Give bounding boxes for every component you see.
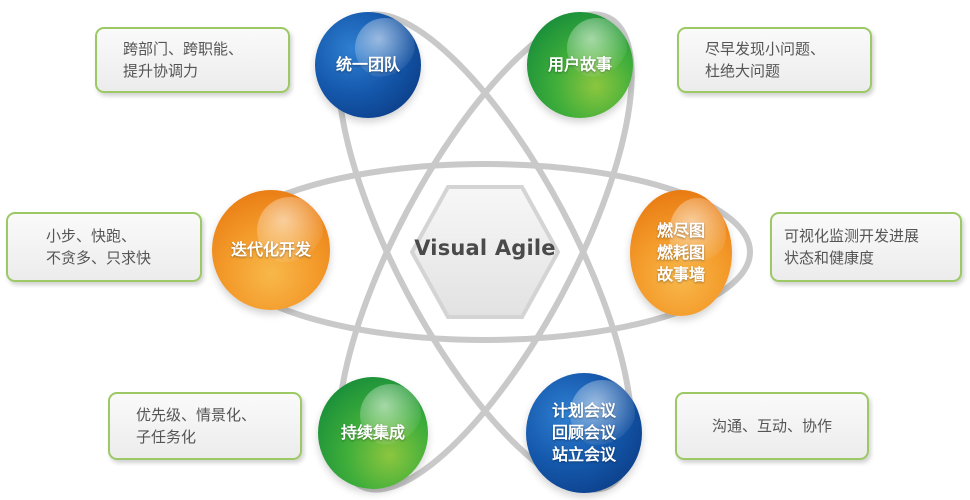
node-meetings: 计划会议 回顾会议 站立会议 [526,373,642,493]
note-line-2: 不贪多、只求快 [46,249,152,267]
note-line-1: 优先级、情景化、 [136,406,257,424]
note-iterative-dev: 小步、快跑、 不贪多、只求快 [6,212,202,282]
note-unified-team: 跨部门、跨职能、 提升协调力 [95,27,290,93]
node-iterative-dev: 迭代化开发 [212,190,330,310]
node-unified-team: 统一团队 [315,12,421,118]
note-meetings: 沟通、互动、协作 [675,392,869,460]
note-line-1: 沟通、互动、协作 [711,417,832,435]
note-line-1: 跨部门、跨职能、 [123,40,244,58]
center-title: Visual Agile [414,236,556,260]
node-continuous-integration: 持续集成 [318,377,428,489]
node-label-line-3: 站立会议 [551,445,616,464]
note-line-1: 尽早发现小问题、 [705,40,826,58]
node-label-line-1: 计划会议 [551,401,616,420]
note-line-2: 子任务化 [136,428,197,446]
center-hexagon [410,185,560,319]
note-continuous-integration: 优先级、情景化、 子任务化 [108,392,302,460]
node-label: 持续集成 [340,423,405,442]
node-label-line-1: 燃尽图 [656,221,705,240]
note-line-2: 状态和健康度 [784,249,875,267]
note-line-2: 提升协调力 [123,62,199,80]
note-line-1: 小步、快跑、 [46,227,137,245]
node-label-line-2: 回顾会议 [551,423,616,442]
note-line-1: 可视化监测开发进展 [784,227,920,245]
node-label-line-3: 故事墙 [656,265,705,284]
node-user-story: 用户故事 [527,12,633,118]
node-label: 迭代化开发 [230,240,311,259]
node-burn-charts: 燃尽图 燃耗图 故事墙 [630,190,732,316]
note-user-story: 尽早发现小问题、 杜绝大问题 [677,27,872,93]
note-line-2: 杜绝大问题 [705,62,781,80]
note-burn-charts: 可视化监测开发进展 状态和健康度 [770,212,962,282]
node-label: 用户故事 [547,55,612,74]
node-label-line-2: 燃耗图 [656,243,705,262]
node-label: 统一团队 [335,55,400,74]
